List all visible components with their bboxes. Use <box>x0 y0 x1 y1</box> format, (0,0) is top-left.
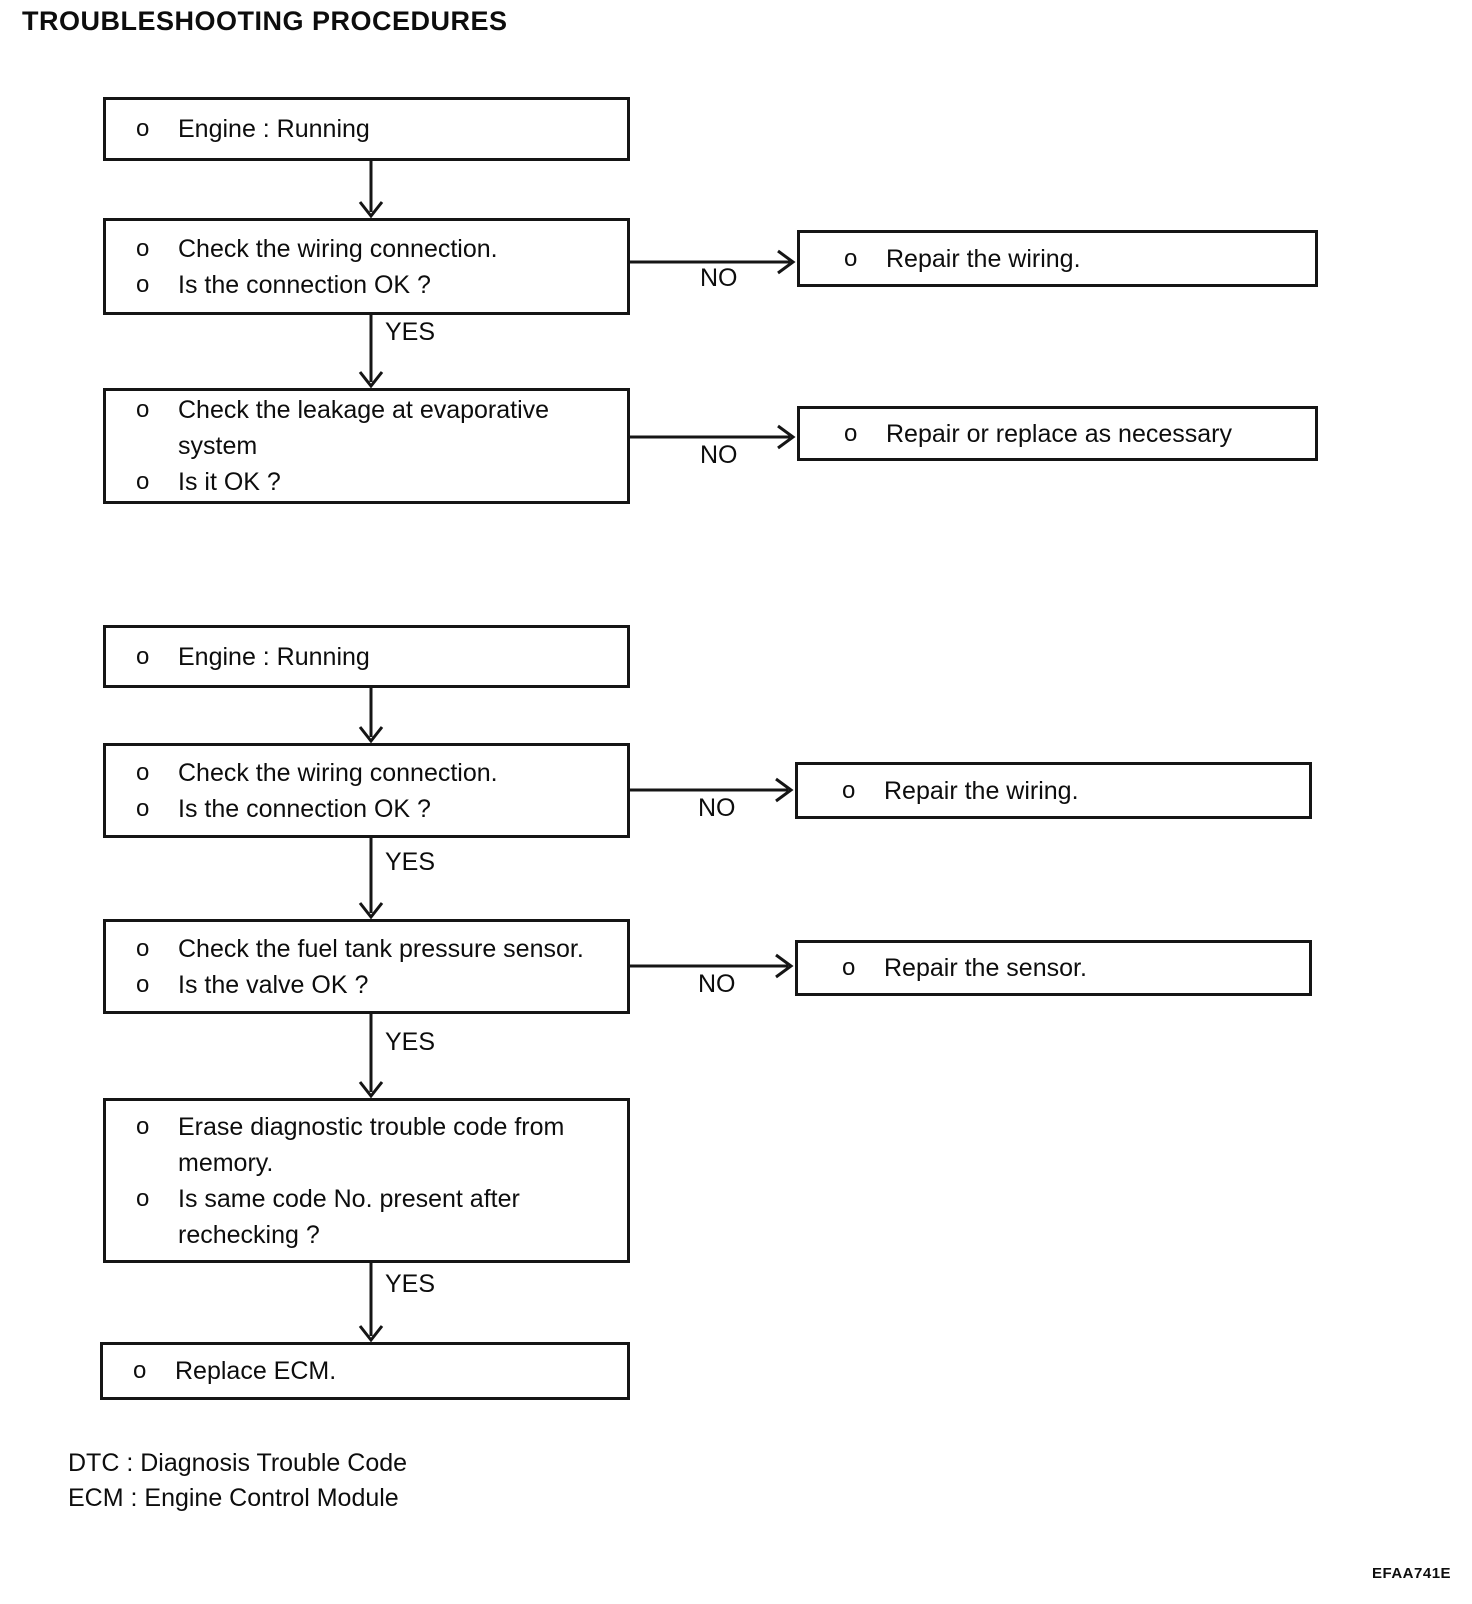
flow-box-text: Check the fuel tank pressure sensor. <box>178 934 584 963</box>
flow-box-text: Repair the wiring. <box>884 776 1079 805</box>
edge-label-yes: YES <box>385 848 436 876</box>
flow-box-check-wiring-2: o Check the wiring connection. o Is the … <box>103 743 630 838</box>
flow-box-text: Erase diagnostic trouble code from memor… <box>178 1112 565 1177</box>
flow-box-text: Is it OK ? <box>178 468 281 496</box>
arrow-head-down-icon <box>358 1325 384 1343</box>
bullet-marker: o <box>842 954 856 981</box>
legend-dtc: DTC : Diagnosis Trouble Code <box>68 1449 408 1477</box>
flow-box-line: o Is the connection OK ? <box>136 791 619 827</box>
flow-box-text: Is the connection OK ? <box>178 794 431 823</box>
flow-box-line: o Erase diagnostic trouble code from mem… <box>136 1109 619 1181</box>
bullet-marker: o <box>136 1112 150 1140</box>
arrow-head-down-icon <box>358 201 384 219</box>
flow-box-line: o Is the connection OK ? <box>136 267 619 303</box>
edge-label-no: NO <box>700 441 738 469</box>
flow-box-line: o Check the fuel tank pressure sensor. <box>136 931 619 967</box>
bullet-marker: o <box>136 1184 150 1212</box>
bullet-marker: o <box>136 468 150 495</box>
bullet-marker: o <box>844 419 858 447</box>
arrow-head-down-icon <box>358 902 384 920</box>
edge-label-yes: YES <box>385 318 436 346</box>
flow-box-engine-running-2: o Engine : Running <box>103 625 630 688</box>
flow-box-repair-or-replace: o Repair or replace as necessary <box>797 406 1318 461</box>
edge-label-yes: YES <box>385 1270 436 1298</box>
flow-box-line: o Check the wiring connection. <box>136 755 619 791</box>
arrow-head-right-icon <box>775 953 794 979</box>
flow-box-check-fuel-tank-pressure-sensor: o Check the fuel tank pressure sensor. o… <box>103 919 630 1014</box>
bullet-marker: o <box>136 758 150 786</box>
edge-label-no: NO <box>698 794 736 822</box>
flow-box-text: Repair the wiring. <box>886 244 1081 273</box>
bullet-marker: o <box>136 115 150 142</box>
arrow-head-right-icon <box>777 424 796 450</box>
flow-box-line: o Repair the wiring. <box>844 241 1307 277</box>
flow-box-text: Is same code No. present after recheckin… <box>178 1184 520 1249</box>
flow-box-line: o Repair the wiring. <box>842 773 1301 809</box>
flow-box-check-wiring-1: o Check the wiring connection. o Is the … <box>103 218 630 315</box>
edge-label-no: NO <box>700 264 738 292</box>
flow-box-line: o Repair or replace as necessary <box>844 416 1307 452</box>
flow-box-repair-wiring-1: o Repair the wiring. <box>797 230 1318 287</box>
flow-box-repair-sensor: o Repair the sensor. <box>795 940 1312 996</box>
flow-box-text: Is the connection OK ? <box>178 270 431 299</box>
legend-ecm: ECM : Engine Control Module <box>68 1484 399 1512</box>
figure-code: EFAA741E <box>1372 1565 1452 1582</box>
arrow-head-down-icon <box>358 371 384 389</box>
arrow-head-right-icon <box>777 249 796 275</box>
flow-box-line: o Is same code No. present after recheck… <box>136 1181 619 1253</box>
flow-box-replace-ecm: o Replace ECM. <box>100 1342 630 1400</box>
edge-label-no: NO <box>698 970 736 998</box>
flow-box-text: Is the valve OK ? <box>178 970 369 999</box>
flow-box-repair-wiring-2: o Repair the wiring. <box>795 762 1312 819</box>
abbreviation-legend: DTC : Diagnosis Trouble Code ECM : Engin… <box>68 1446 407 1516</box>
bullet-marker: o <box>133 1357 147 1384</box>
arrow-head-down-icon <box>358 726 384 744</box>
flow-box-engine-running-1: o Engine : Running <box>103 97 630 161</box>
bullet-marker: o <box>136 270 150 298</box>
arrow-head-right-icon <box>775 777 794 803</box>
flow-box-text: Repair or replace as necessary <box>886 419 1232 448</box>
flow-box-erase-dtc: o Erase diagnostic trouble code from mem… <box>103 1098 630 1263</box>
page-title: TROUBLESHOOTING PROCEDURES <box>22 6 508 36</box>
bullet-marker: o <box>136 970 150 998</box>
flow-box-line: o Engine : Running <box>136 639 619 675</box>
flow-box-text: Replace ECM. <box>175 1357 337 1385</box>
edge-label-yes: YES <box>385 1028 436 1056</box>
flow-box-text: Check the leakage at evaporative system <box>178 396 550 460</box>
bullet-marker: o <box>136 642 150 670</box>
bullet-marker: o <box>136 934 150 962</box>
flow-box-text: Repair the sensor. <box>884 954 1087 982</box>
flow-box-text: Check the wiring connection. <box>178 234 498 263</box>
bullet-marker: o <box>136 794 150 822</box>
flow-box-line: o Repair the sensor. <box>842 950 1301 986</box>
flow-box-line: o Check the wiring connection. <box>136 231 619 267</box>
flow-box-text: Engine : Running <box>178 115 370 143</box>
arrow-head-down-icon <box>358 1081 384 1099</box>
flow-box-text: Check the wiring connection. <box>178 758 498 787</box>
flow-box-line: o Is the valve OK ? <box>136 967 619 1003</box>
bullet-marker: o <box>842 776 856 804</box>
flow-box-line: o Is it OK ? <box>136 464 619 500</box>
flow-box-line: o Check the leakage at evaporative syste… <box>136 392 619 464</box>
flow-box-text: Engine : Running <box>178 642 370 671</box>
flow-box-check-leakage: o Check the leakage at evaporative syste… <box>103 388 630 504</box>
bullet-marker: o <box>136 234 150 262</box>
bullet-marker: o <box>136 396 150 423</box>
bullet-marker: o <box>844 244 858 272</box>
flow-box-line: o Replace ECM. <box>133 1353 619 1389</box>
flow-box-line: o Engine : Running <box>136 111 619 147</box>
